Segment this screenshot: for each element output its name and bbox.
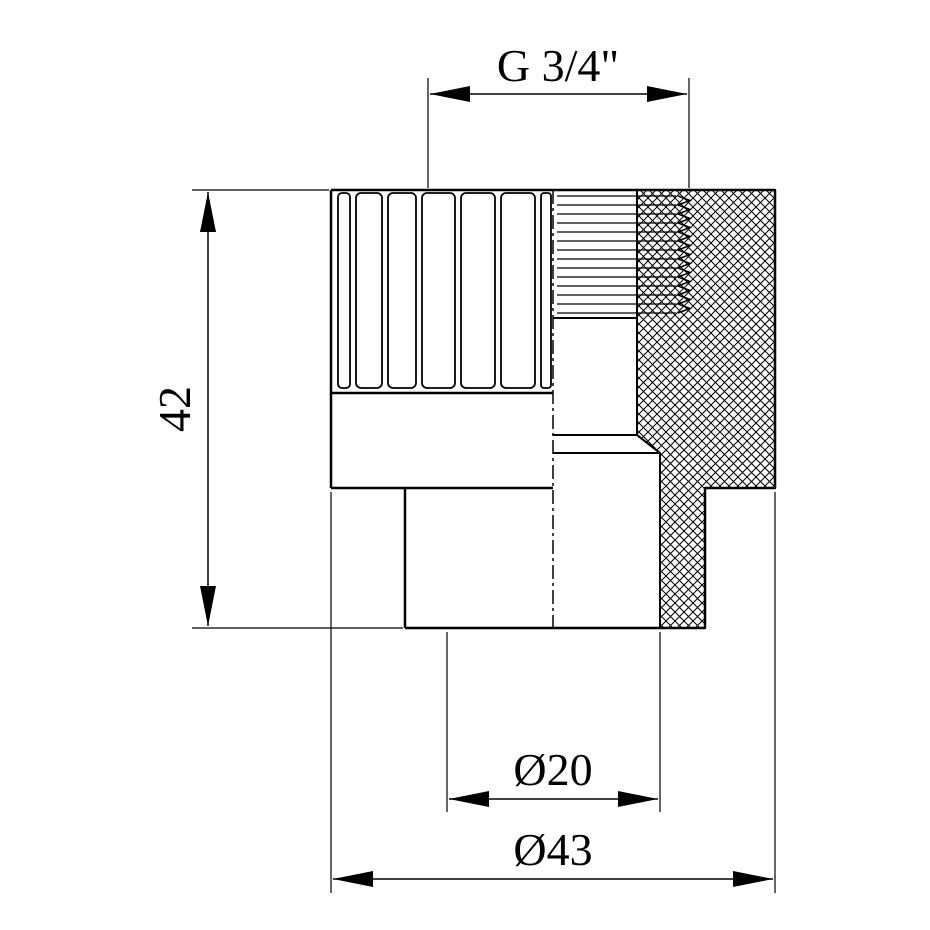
body-outline (329, 188, 777, 630)
arrow-left (430, 86, 470, 102)
arrow-right (618, 791, 658, 807)
arrow-down (200, 586, 216, 626)
arrow-right (647, 86, 687, 102)
arrow-left (449, 791, 489, 807)
arrow-right (733, 871, 773, 887)
height-dimension-label: 42 (149, 386, 200, 432)
inner-diameter-label: Ø20 (513, 744, 592, 795)
arrow-up (200, 192, 216, 232)
outer-diameter-label: Ø43 (513, 824, 592, 875)
arrow-left (333, 871, 373, 887)
bore-edges (553, 318, 661, 628)
dimension-thread: G 3/4" (427, 40, 690, 188)
thread-dimension-label: G 3/4" (497, 40, 619, 91)
dimension-height: 42 (149, 189, 403, 629)
ribbed-nut (337, 192, 552, 389)
thread-profile (675, 195, 693, 314)
dimension-inner-diameter: Ø20 (446, 632, 661, 812)
dimension-outer-diameter: Ø43 (330, 492, 776, 893)
internal-thread (557, 195, 676, 314)
